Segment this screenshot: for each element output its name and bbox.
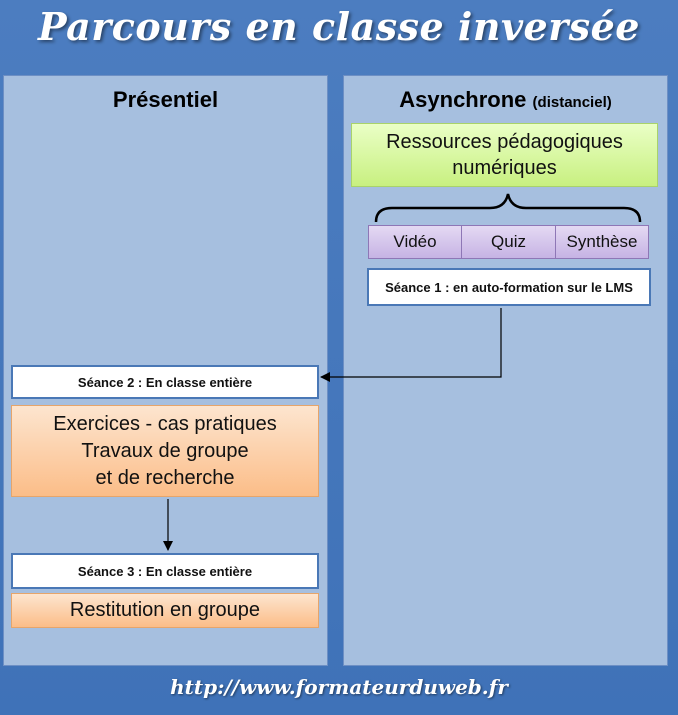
activity-line-3: et de recherche bbox=[95, 466, 235, 489]
resources-box: Ressources pédagogiques numériques bbox=[351, 123, 658, 187]
presentiel-heading: Présentiel bbox=[112, 87, 219, 112]
asynchrone-heading-wrap: Asynchrone (distanciel) bbox=[344, 87, 667, 113]
seance3-box: Séance 3 : En classe entière bbox=[11, 553, 319, 589]
footer-url: http://www.formateurduweb.fr bbox=[170, 675, 508, 699]
activity-line-1: Exercices - cas pratiques bbox=[53, 412, 277, 435]
seance1-box: Séance 1 : en auto-formation sur le LMS bbox=[367, 268, 651, 306]
resource-quiz: Quiz bbox=[461, 225, 556, 259]
asynchrone-heading-note: (distanciel) bbox=[532, 94, 612, 111]
curly-brace bbox=[374, 193, 642, 223]
diagram-title: Parcours en classe inversée bbox=[38, 4, 640, 49]
arrow-seance1-to-seance2 bbox=[320, 308, 502, 382]
asynchrone-heading: Asynchrone bbox=[399, 87, 527, 112]
resource-synthese: Synthèse bbox=[555, 225, 649, 259]
seance2-activities-box: Exercices - cas pratiques Travaux de gro… bbox=[11, 405, 319, 497]
seance3-activity-box: Restitution en groupe bbox=[11, 593, 319, 628]
activity-line-2: Travaux de groupe bbox=[81, 439, 249, 462]
seance2-box: Séance 2 : En classe entière bbox=[11, 365, 319, 399]
